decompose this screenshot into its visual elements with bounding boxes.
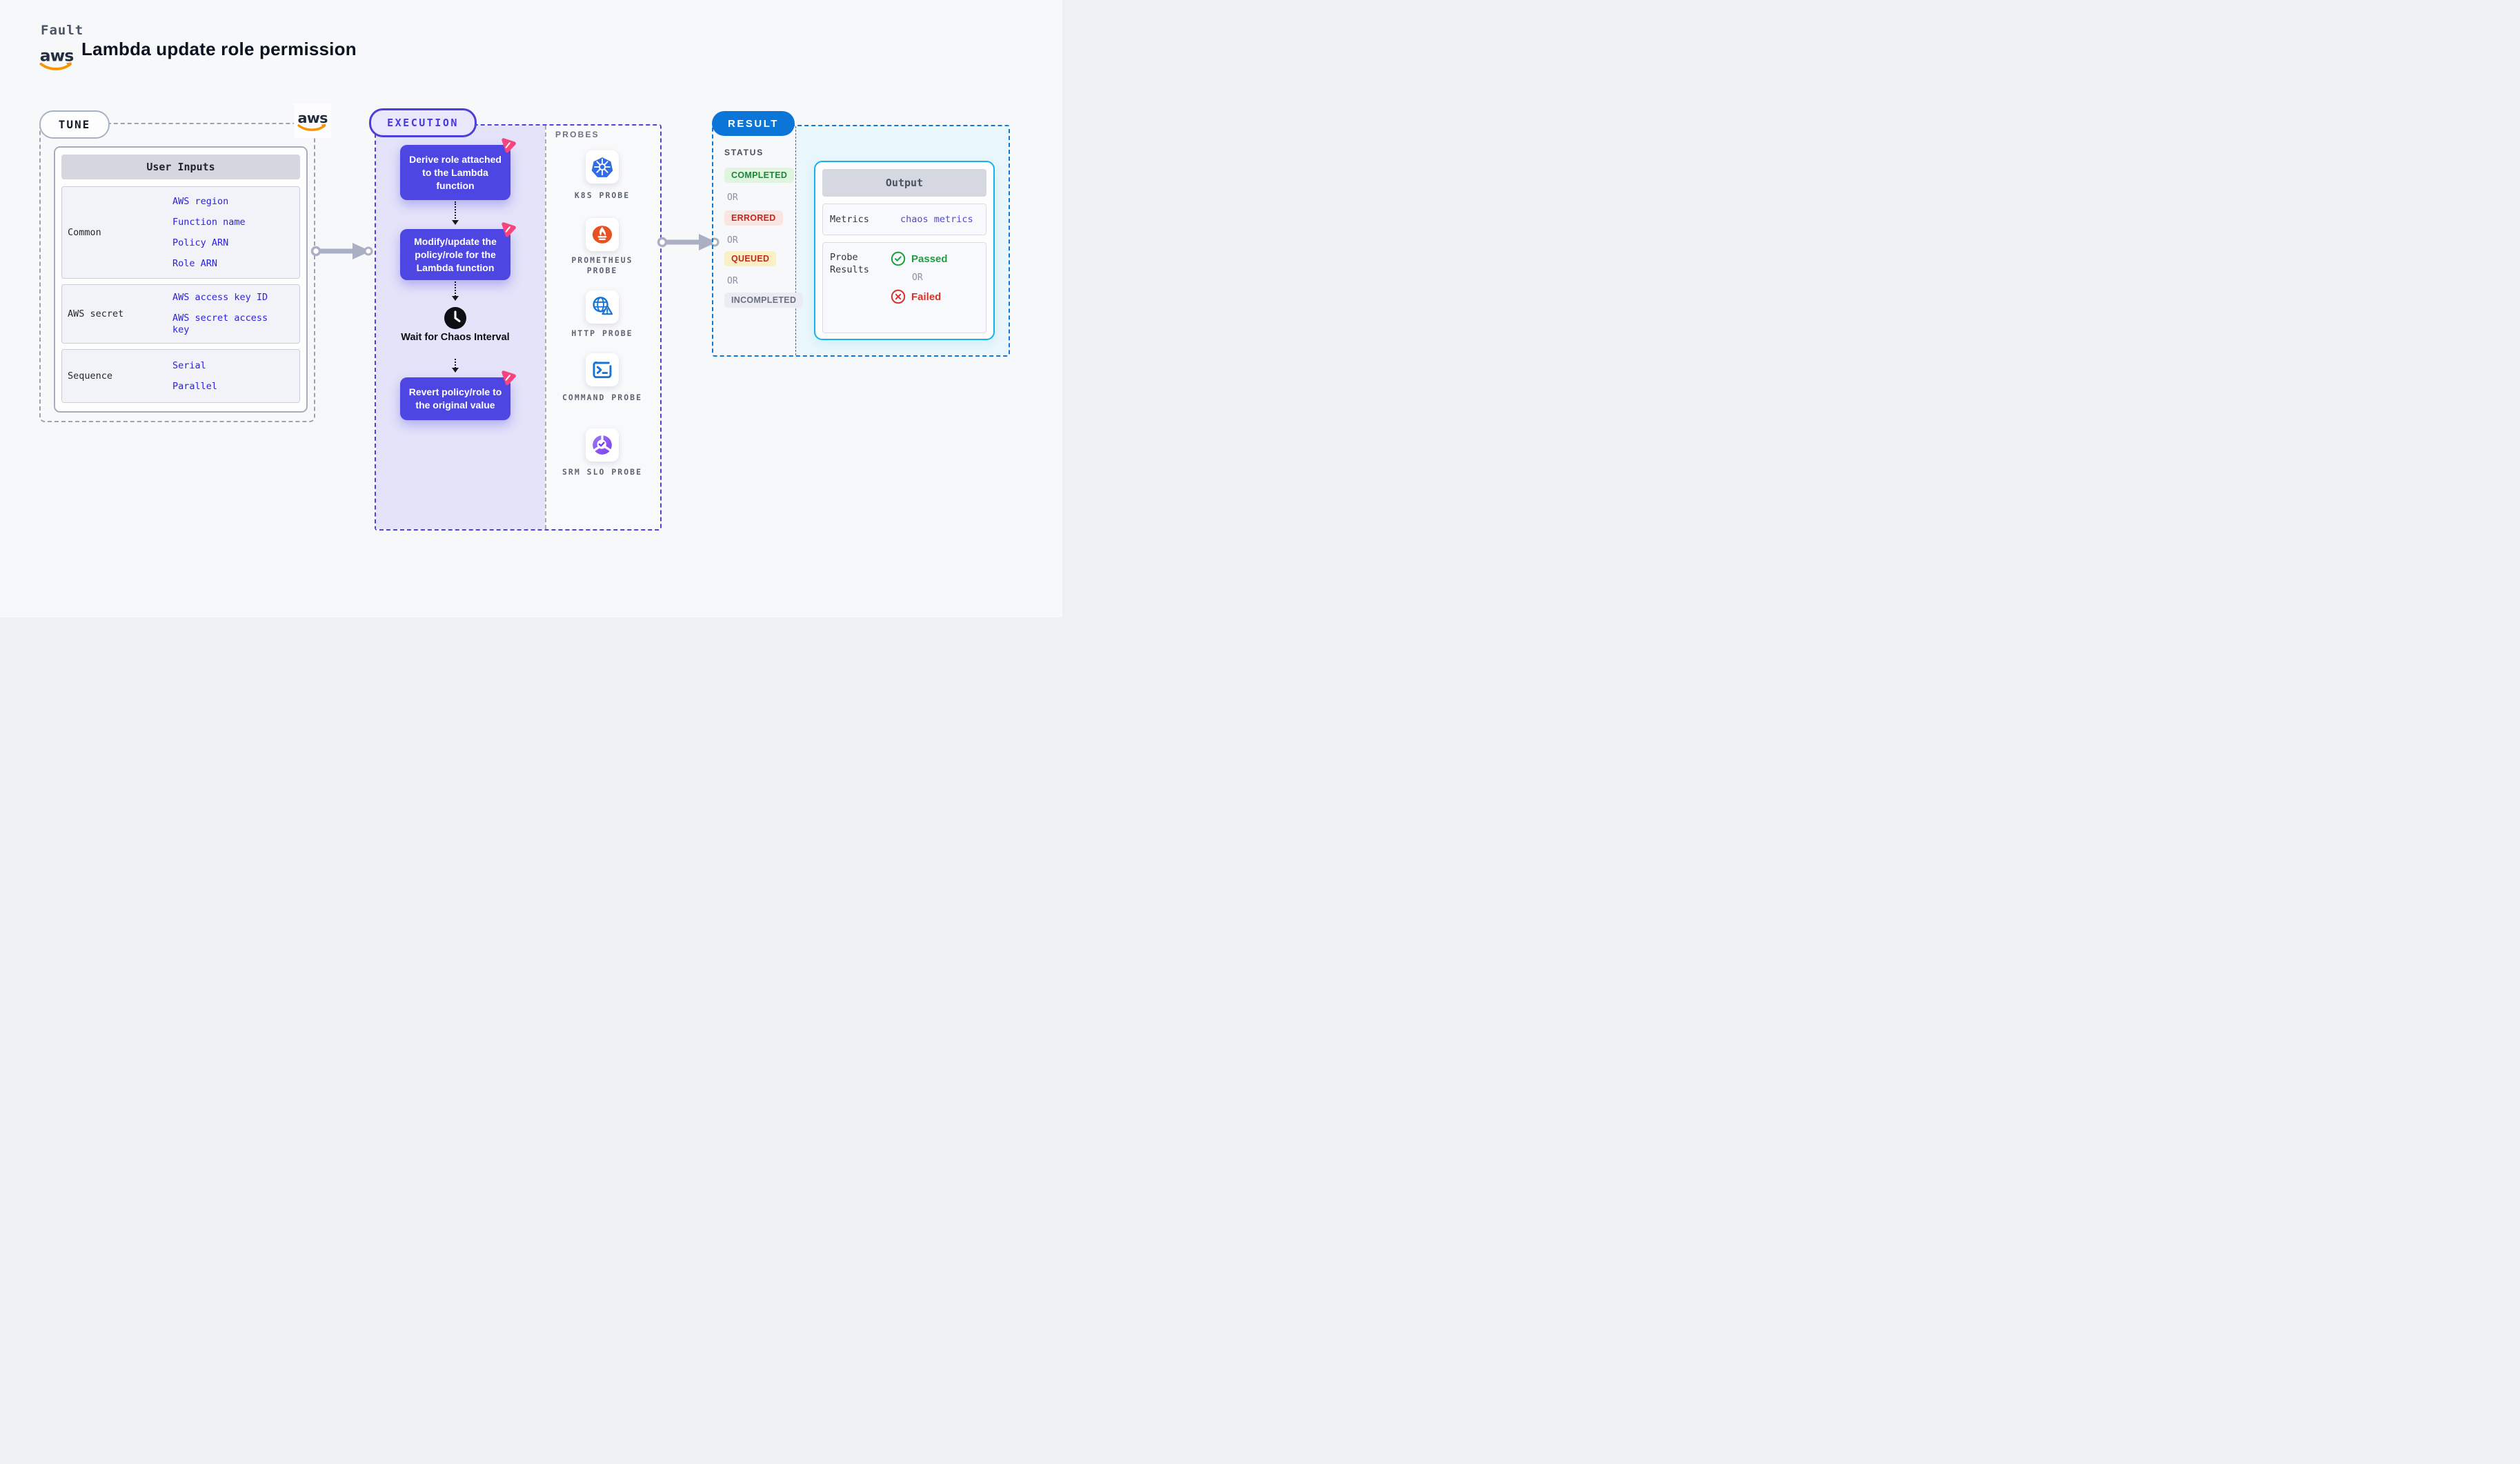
- output-title: Output: [822, 169, 986, 197]
- input-link: Serial: [172, 359, 206, 371]
- user-inputs-row-sequence: Sequence Serial Parallel: [61, 349, 300, 403]
- failed-line: Failed: [891, 289, 948, 304]
- prometheus-probe-tile: [586, 218, 619, 251]
- or-separator: OR: [727, 235, 738, 246]
- input-link: Role ARN: [172, 257, 218, 269]
- user-inputs-title: User Inputs: [61, 155, 300, 179]
- prometheus-icon: [592, 226, 613, 244]
- chaos-litmus-badge-icon: [502, 222, 516, 237]
- terminal-icon: [593, 361, 612, 379]
- slo-pie-check-icon: [593, 435, 612, 455]
- probe-label: PROMETHEUS PROBE: [571, 255, 633, 275]
- output-card: Output Metrics chaos metrics Probe Resul…: [814, 161, 995, 340]
- input-link: Policy ARN: [172, 237, 229, 248]
- input-link: Parallel: [172, 380, 218, 392]
- wait-for-chaos-label: Wait for Chaos Interval: [401, 332, 510, 343]
- probe-label: K8S PROBE: [574, 190, 631, 200]
- probe-label: COMMAND PROBE: [562, 393, 642, 402]
- probe-results-row: Probe Results Passed OR Failed: [822, 242, 986, 333]
- page-title: Lambda update role permission: [81, 39, 357, 59]
- or-separator: OR: [727, 192, 738, 203]
- step-text: Derive role attached to the Lambda funct…: [409, 153, 502, 191]
- flow-connector: [451, 359, 459, 373]
- execution-section-pill: EXECUTION: [369, 108, 477, 137]
- passed-line: Passed: [891, 251, 948, 266]
- x-circle-icon: [891, 289, 906, 304]
- globe-warning-icon: [593, 297, 613, 315]
- row-label: Common: [68, 227, 101, 238]
- user-inputs-row-common: Common AWS region Function name Policy A…: [61, 186, 300, 279]
- http-probe-tile: [586, 290, 619, 324]
- status-badge-errored: ERRORED: [724, 210, 783, 226]
- input-link: Function name: [172, 216, 246, 228]
- step-text: Modify/update the policy/role for the La…: [414, 235, 497, 273]
- input-link: AWS region: [172, 195, 229, 207]
- step-text: Revert policy/role to the original value: [408, 386, 502, 410]
- input-link: AWS access key ID: [172, 292, 268, 303]
- clock-icon: [444, 307, 466, 329]
- aws-logo-text: aws: [40, 46, 74, 65]
- fault-diagram: Fault aws Lambda update role permission …: [0, 0, 1062, 617]
- metrics-label: Metrics: [830, 214, 869, 225]
- chaos-litmus-badge-icon: [502, 370, 516, 386]
- input-link: AWS secret access key: [172, 313, 268, 335]
- flow-connector: [451, 281, 459, 301]
- fault-eyebrow: Fault: [41, 23, 84, 38]
- row-values: AWS region Function name Policy ARN Role…: [172, 187, 290, 278]
- probe-results-label: Probe Results: [830, 252, 869, 275]
- status-label: STATUS: [724, 148, 764, 157]
- execution-to-result-arrow: [657, 234, 720, 250]
- step-modify-policy: Modify/update the policy/role for the La…: [400, 222, 516, 280]
- tune-section-box: [39, 123, 315, 422]
- probe-label: SRM SLO PROBE: [562, 467, 642, 477]
- aws-logo-text: aws: [298, 110, 328, 126]
- user-inputs-card: User Inputs Common AWS region Function n…: [54, 146, 308, 413]
- probes-label: PROBES: [555, 130, 599, 139]
- probe-label: HTTP PROBE: [571, 328, 633, 338]
- kubernetes-icon: [591, 157, 613, 177]
- aws-swoosh: [39, 62, 72, 70]
- row-values: Serial Parallel: [172, 350, 290, 402]
- status-badge-queued: QUEUED: [724, 251, 777, 266]
- or-separator: OR: [912, 273, 923, 283]
- command-probe-tile: [586, 353, 619, 386]
- step-revert-policy: Revert policy/role to the original value: [400, 370, 516, 420]
- or-separator: OR: [727, 276, 738, 286]
- passed-text: Passed: [911, 253, 948, 265]
- probe-results-values: Passed OR Failed: [891, 243, 948, 304]
- aws-logo: aws: [297, 110, 328, 131]
- tune-to-execution-arrow: [310, 243, 373, 259]
- metrics-row: Metrics chaos metrics: [822, 204, 986, 235]
- chaos-metrics-link: chaos metrics: [900, 214, 973, 225]
- flow-connector: [451, 201, 459, 225]
- step-derive-role: Derive role attached to the Lambda funct…: [400, 138, 516, 200]
- check-circle-icon: [891, 251, 906, 266]
- srm-slo-probe-tile: [586, 428, 619, 462]
- failed-text: Failed: [911, 290, 942, 303]
- user-inputs-row-aws-secret: AWS secret AWS access key ID AWS secret …: [61, 284, 300, 344]
- chaos-litmus-badge-icon: [502, 138, 516, 153]
- result-section-pill: RESULT: [712, 111, 795, 136]
- row-values: AWS access key ID AWS secret access key: [172, 285, 290, 343]
- row-label: Sequence: [68, 370, 113, 382]
- row-label: AWS secret: [68, 308, 124, 319]
- status-badge-incompleted: INCOMPLETED: [724, 293, 804, 308]
- aws-logo: aws: [39, 46, 74, 70]
- k8s-probe-tile: [586, 150, 619, 184]
- status-badge-completed: COMPLETED: [724, 168, 795, 183]
- probes-panel: [545, 126, 660, 529]
- aws-corner-logo: aws: [294, 103, 331, 138]
- tune-section-pill: TUNE: [39, 110, 110, 139]
